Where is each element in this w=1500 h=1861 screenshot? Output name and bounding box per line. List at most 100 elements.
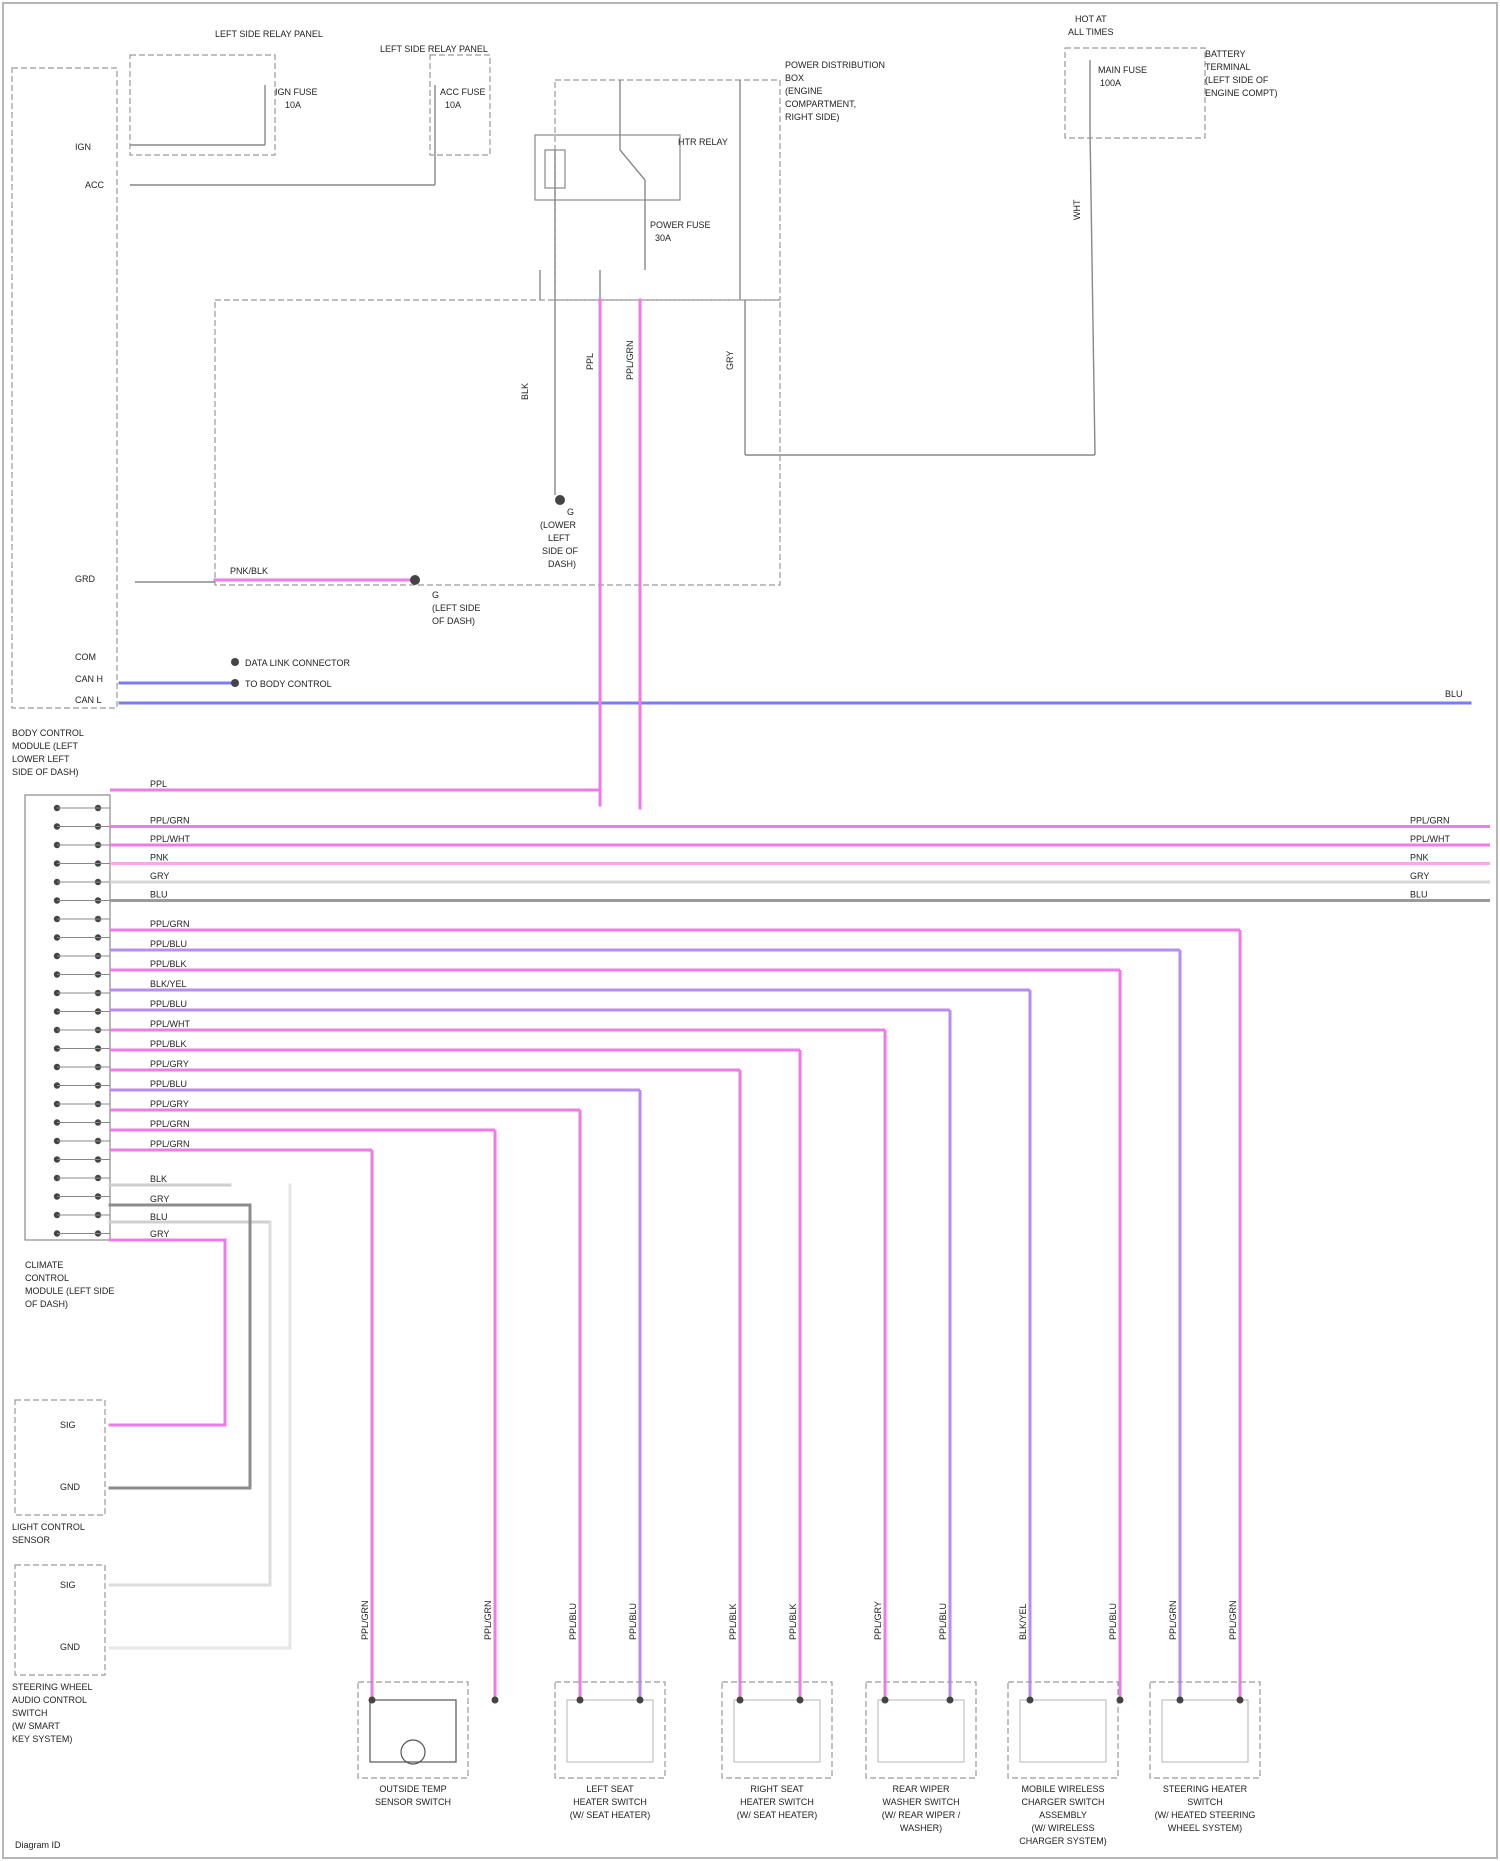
component-title: SENSOR SWITCH	[375, 1797, 451, 1807]
component-title: (W/ SEAT HEATER)	[570, 1810, 651, 1820]
component-title: CHARGER SYSTEM)	[1019, 1836, 1107, 1846]
component-pin	[947, 1697, 954, 1704]
htr-relay	[535, 135, 680, 200]
g2-wire-label: PNK/BLK	[230, 566, 268, 576]
can-label-body: TO BODY CONTROL	[245, 679, 332, 689]
pdb-title-line3: (ENGINE	[785, 86, 823, 96]
bus-wire-right-label: GRY	[1410, 871, 1429, 881]
brake-title-4: (W/ SMART	[12, 1721, 60, 1731]
component-wire-label: PPL/BLU	[628, 1603, 638, 1640]
component-pin	[1177, 1697, 1184, 1704]
component-pin	[1237, 1697, 1244, 1704]
component-pin	[882, 1697, 889, 1704]
can-label-dlc: DATA LINK CONNECTOR	[245, 658, 351, 668]
g1-wire-label: BLK	[520, 383, 530, 400]
component-wire-label: PPL/GRY	[873, 1601, 883, 1640]
switch-element	[734, 1700, 820, 1762]
component-title: (W/ HEATED STEERING	[1155, 1810, 1256, 1820]
component-title: HEATER SWITCH	[740, 1797, 814, 1807]
fuse-a-label: IGN FUSE	[275, 87, 318, 97]
battery-title-1: BATTERY	[1205, 49, 1246, 59]
component-title: OUTSIDE TEMP	[379, 1784, 446, 1794]
branch-wire-label: PPL/BLU	[150, 939, 187, 949]
ground-point-2: G (LEFT SIDE OF DASH) PNK/BLK	[215, 566, 480, 626]
bus-wire-right-label: PPL/WHT	[1410, 834, 1451, 844]
component-pin	[577, 1697, 584, 1704]
component-title: (W/ REAR WIPER /	[882, 1810, 961, 1820]
ccm-title-3: MODULE (LEFT SIDE	[25, 1286, 114, 1296]
pin-grd: GRD	[75, 574, 96, 584]
bcm-title-1: BODY CONTROL	[12, 728, 84, 738]
component-title: HEATER SWITCH	[573, 1797, 647, 1807]
fuse-b-label: ACC FUSE	[440, 87, 486, 97]
branch-wire-label: PPL/BLK	[150, 1039, 187, 1049]
g1-line2: (LOWER	[540, 520, 577, 530]
component-box	[1008, 1682, 1118, 1778]
misc-wire-1: BLK	[150, 1174, 167, 1184]
light-sensor-title-2: SENSOR	[12, 1535, 51, 1545]
g2-line1: G	[432, 590, 439, 600]
battery-wire-label: WHT	[1072, 199, 1082, 220]
component-title: ASSEMBLY	[1039, 1810, 1087, 1820]
component-title: WASHER SWITCH	[882, 1797, 959, 1807]
battery-fuse-rating: 100A	[1100, 78, 1121, 88]
bus-wire-label: BLU	[150, 890, 168, 900]
component-wire-label: PPL/BLU	[568, 1603, 578, 1640]
component-box	[555, 1682, 665, 1778]
g2-line3: OF DASH)	[432, 616, 475, 626]
misc-wire-4: GRY	[150, 1229, 169, 1239]
ccm-title-4: OF DASH)	[25, 1299, 68, 1309]
sensor-element	[370, 1700, 456, 1762]
component-title: CHARGER SWITCH	[1022, 1797, 1105, 1807]
hot-label-1: HOT AT	[1075, 14, 1107, 24]
component-pin	[1117, 1697, 1124, 1704]
component-box	[1150, 1682, 1260, 1778]
bcm-title-2: MODULE (LEFT	[12, 741, 79, 751]
component-wire-label: PPL/BLU	[938, 1603, 948, 1640]
feed-c-label: GRY	[725, 351, 735, 370]
ccm-title-2: CONTROL	[25, 1273, 69, 1283]
relay-feeds: PPL PPL/GRN GRY	[585, 300, 735, 808]
can-right-label: BLU	[1445, 689, 1463, 699]
battery-title-2: TERMINAL	[1205, 62, 1251, 72]
pin-com: COM	[75, 652, 96, 662]
g1-line4: SIDE OF	[542, 546, 579, 556]
light-pin-gnd: GND	[60, 1482, 81, 1492]
sensor-icon	[401, 1740, 425, 1764]
brake-title-3: SWITCH	[12, 1708, 48, 1718]
fuse-b-rating: 10A	[445, 100, 461, 110]
branch-wire-label: PPL/BLU	[150, 1079, 187, 1089]
component-pin	[1027, 1697, 1034, 1704]
component-pin	[369, 1697, 376, 1704]
switch-element	[1020, 1700, 1106, 1762]
component-title: LEFT SEAT	[586, 1784, 634, 1794]
relay-panel-title-right: LEFT SIDE RELAY PANEL	[380, 44, 488, 54]
component-title: (W/ SEAT HEATER)	[737, 1810, 818, 1820]
misc-wires: BLK GRY BLU GRY	[110, 1174, 290, 1648]
ccm-title-1: CLIMATE	[25, 1260, 63, 1270]
brake-pin-gnd: GND	[60, 1642, 81, 1652]
pin-can-h: CAN H	[75, 674, 103, 684]
g2-line2: (LEFT SIDE	[432, 603, 480, 613]
branch-wire-label: PPL/BLU	[150, 999, 187, 1009]
component-pin	[637, 1697, 644, 1704]
branch-wire-label: PPL/WHT	[150, 1019, 191, 1029]
brake-title-1: STEERING WHEEL	[12, 1682, 93, 1692]
g1-line1: G	[567, 507, 574, 517]
left-relay-panel: LEFT SIDE RELAY PANEL IGN FUSE 10A ACC F…	[130, 29, 490, 185]
feed-a-label: PPL	[585, 353, 595, 370]
bus-wire-label: GRY	[150, 871, 169, 881]
relay-label: HTR RELAY	[678, 137, 728, 147]
fuse-a-rating: 10A	[285, 100, 301, 110]
pdb-title-line4: COMPARTMENT,	[785, 99, 856, 109]
battery-title-3: (LEFT SIDE OF	[1205, 75, 1269, 85]
fuse-c-label: POWER FUSE	[650, 220, 711, 230]
component-wire-label: PPL/BLU	[1108, 1603, 1118, 1640]
component-pin	[492, 1697, 499, 1704]
light-control-sensor: SIG GND LIGHT CONTROL SENSOR	[12, 1400, 105, 1545]
component-wire-label: PPL/BLK	[788, 1603, 798, 1640]
pin-ign: IGN	[75, 142, 91, 152]
g1-line5: DASH)	[548, 559, 576, 569]
